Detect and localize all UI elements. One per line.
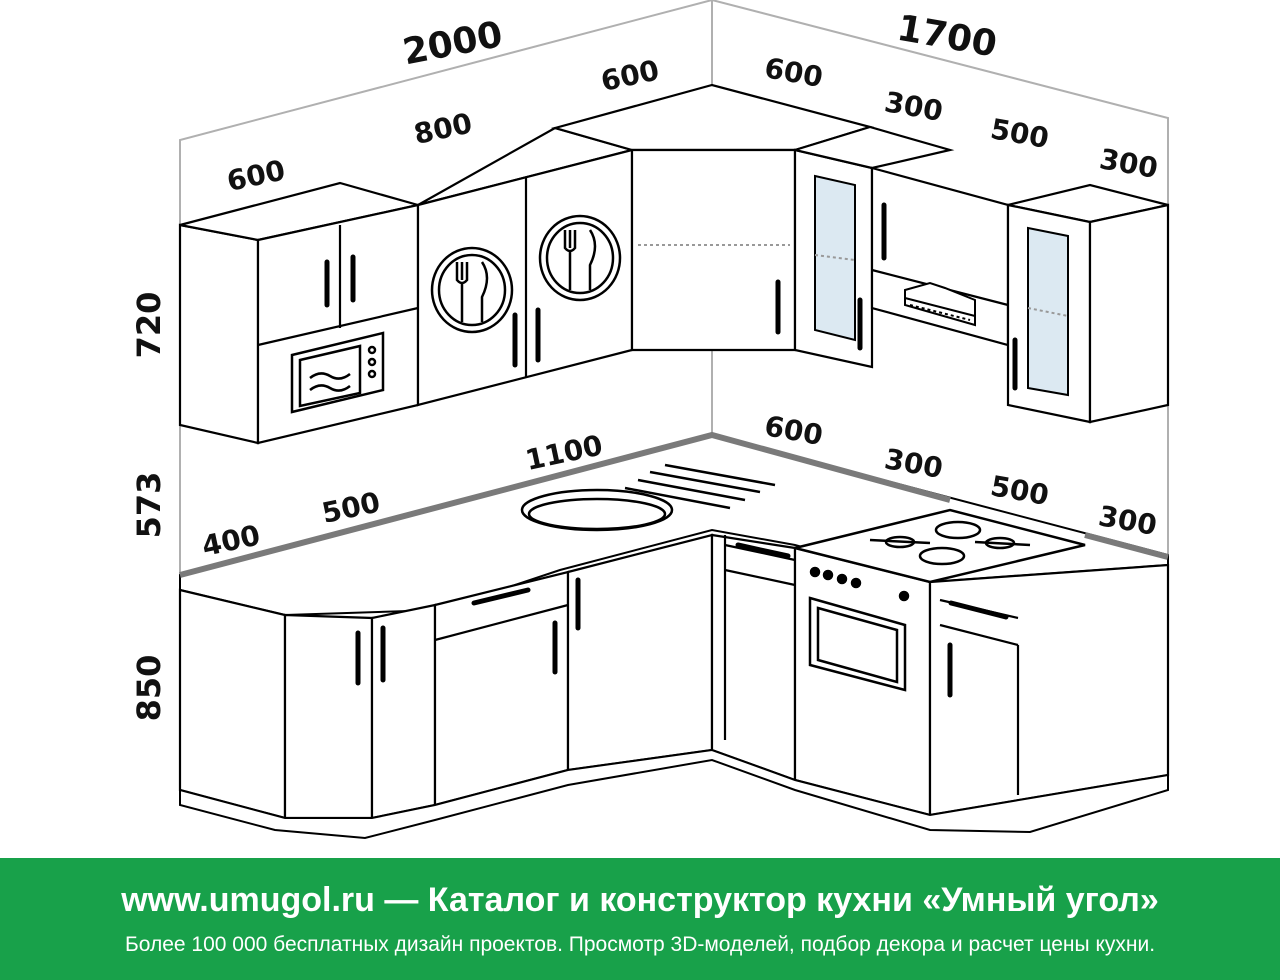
dim-upper-right-500: 500 [988, 112, 1051, 155]
dim-upper-corner-left-600: 600 [598, 53, 662, 97]
upper-handles [324, 202, 1018, 391]
dim-counter-500: 500 [988, 469, 1051, 512]
plinth [179, 748, 1169, 840]
dim-height-gap: 573 [130, 472, 168, 539]
oven-icon [808, 566, 910, 692]
dim-upper-right-300-b: 300 [1097, 142, 1160, 185]
dim-counter-300-end: 300 [1096, 499, 1159, 542]
dim-upper-800: 800 [411, 106, 475, 150]
upper-left-side [178, 223, 260, 445]
dim-wall-left-total: 2000 [400, 14, 506, 73]
dim-upper-left-600: 600 [224, 153, 288, 197]
footer-title[interactable]: www.umugol.ru — Каталог и конструктор ку… [121, 881, 1159, 919]
countertop-back-edge [179, 431, 1169, 578]
dim-height-lower: 850 [130, 655, 168, 722]
upper-hood-top [790, 125, 955, 170]
range-hood-icon [904, 281, 976, 327]
plate-fork-knife-icon [430, 214, 622, 334]
footer-banner: www.umugol.ru — Каталог и конструктор ку… [0, 858, 1280, 980]
upper-left-front [256, 203, 420, 445]
upper-hood-front [870, 166, 1010, 347]
drain-board-icon [624, 463, 776, 510]
kitchen-diagram: 2000 1700 600 800 600 600 300 500 300 72… [130, 0, 1170, 840]
upper-corner-top [550, 83, 874, 152]
sink-icon [520, 488, 674, 532]
dim-counter-600: 600 [762, 409, 825, 452]
dim-height-upper: 720 [130, 292, 168, 359]
lower-cabinets [178, 533, 1170, 820]
footer-subtitle: Более 100 000 бесплатных дизайн проектов… [124, 933, 1156, 956]
dim-upper-corner-right-600: 600 [762, 51, 825, 94]
dim-counter-300: 300 [882, 442, 945, 485]
dim-upper-right-300-a: 300 [882, 85, 945, 128]
upper-far-right-side [1088, 203, 1170, 424]
lower-handles [355, 542, 1009, 698]
dim-wall-right-total: 1700 [894, 8, 1000, 66]
stove-burner-icon [794, 508, 1086, 584]
upper-corner-front [630, 148, 797, 352]
microwave-icon [290, 331, 385, 414]
